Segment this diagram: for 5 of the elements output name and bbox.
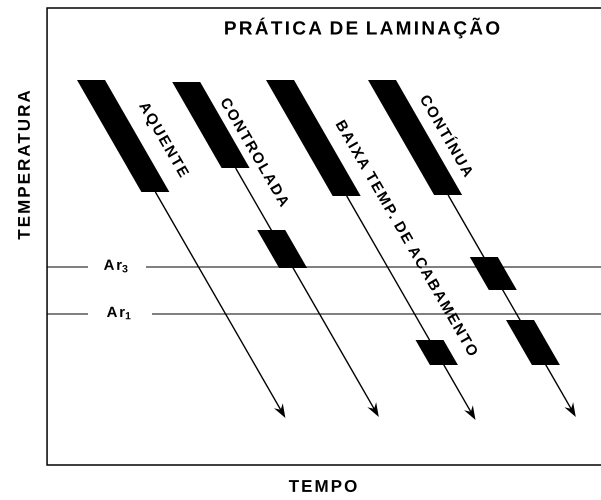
temperature-label: Ar$_{1}$	[106, 306, 131, 320]
temperature-label: Ar$_{3}$	[104, 260, 128, 272]
axis-label: TEMPERATURA	[18, 90, 30, 240]
title: PRÁTICA DE LAMINAÇÃO	[225, 18, 500, 38]
axis-label: TEMPO	[288, 480, 357, 492]
